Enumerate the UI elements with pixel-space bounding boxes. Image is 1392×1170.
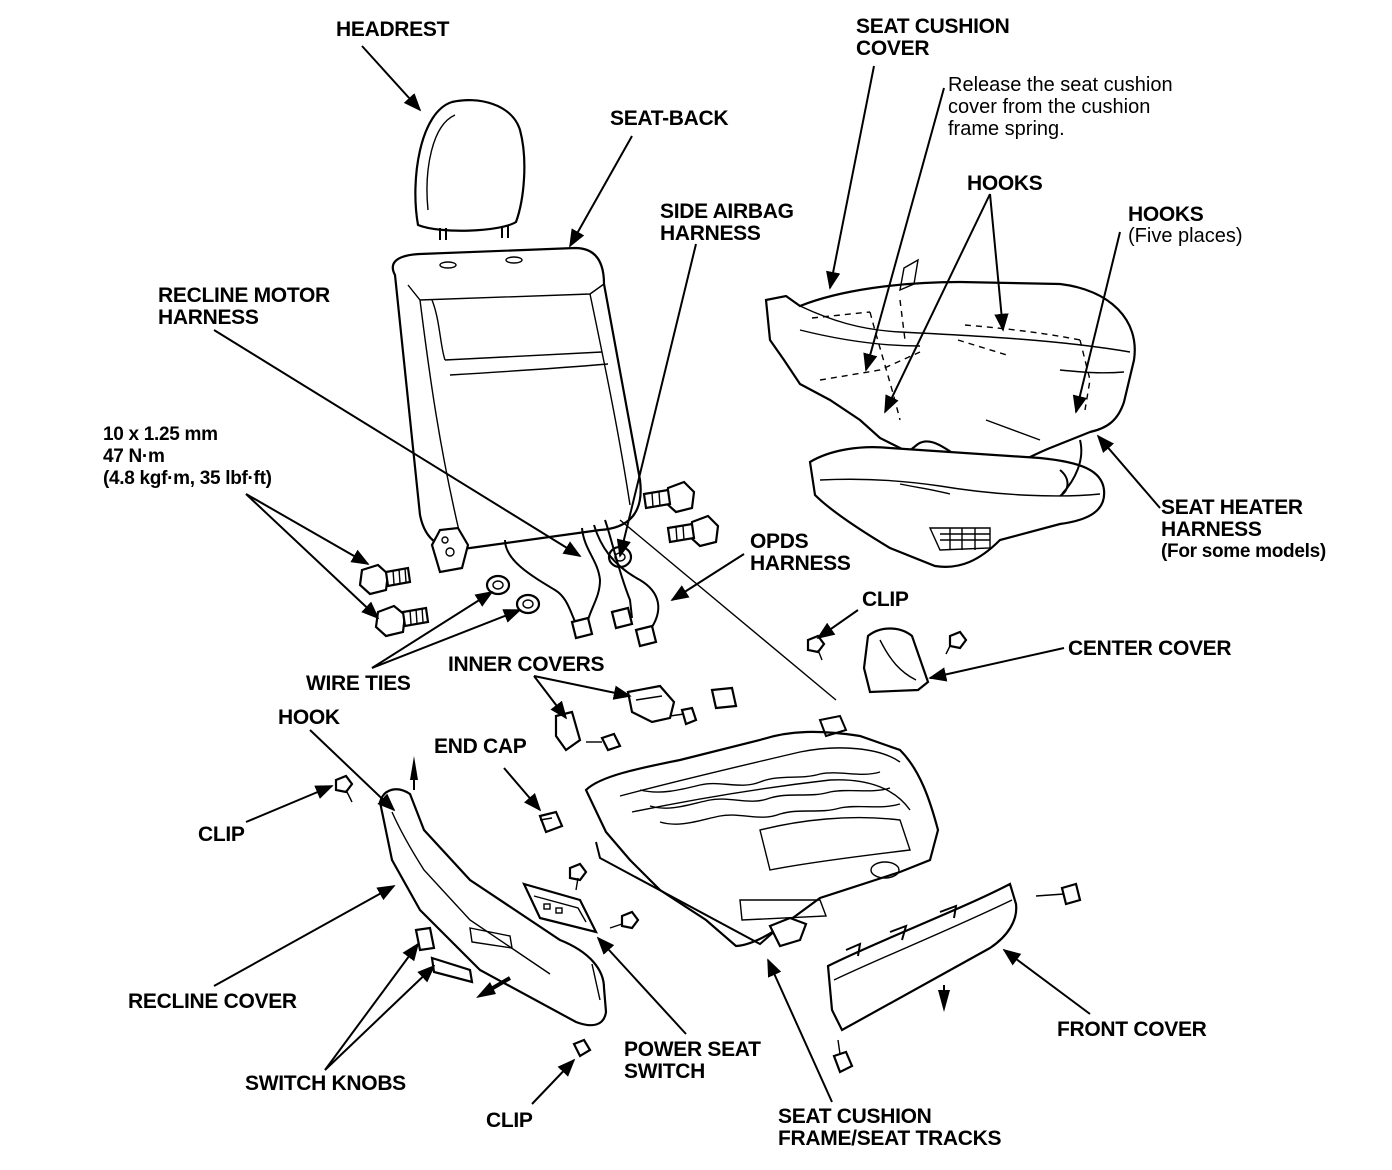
label-hooks-upper: HOOKS <box>967 172 1043 195</box>
seat-frame-part <box>584 714 940 948</box>
label-inner-covers: INNER COVERS <box>448 653 605 676</box>
power-seat-switch-part <box>521 862 640 934</box>
bolt-right-lower <box>666 514 720 548</box>
label-side-airbag-2: HARNESS <box>660 222 761 245</box>
label-hooks-right: HOOKS <box>1128 203 1204 226</box>
label-headrest: HEADREST <box>336 18 450 41</box>
label-seat-cushion-frame-2: FRAME/SEAT TRACKS <box>778 1127 1002 1150</box>
label-side-airbag-1: SIDE AIRBAG <box>660 200 794 223</box>
label-power-seat-2: SWITCH <box>624 1060 706 1083</box>
label-power-seat-1: POWER SEAT <box>624 1038 761 1061</box>
label-seat-cushion-cover-1: SEAT CUSHION <box>856 15 1010 38</box>
label-opds-1: OPDS <box>750 530 809 553</box>
label-recline-cover: RECLINE COVER <box>128 990 297 1013</box>
wire-ties-parts <box>485 545 633 615</box>
headrest-part <box>414 99 526 240</box>
switch-knobs-parts <box>414 926 474 984</box>
label-torque-2: 47 N·m <box>103 446 165 467</box>
bolt-upper <box>358 563 412 596</box>
clip-bottom-part <box>572 1038 592 1058</box>
label-clip-top: CLIP <box>862 588 909 611</box>
removal-arrow-icon <box>476 976 512 998</box>
bolt-right-upper <box>642 480 696 514</box>
note-release-1: Release the seat cushion <box>948 74 1173 96</box>
seat-back-part <box>391 246 642 574</box>
label-front-cover: FRONT COVER <box>1057 1018 1207 1041</box>
label-clip-bottom: CLIP <box>486 1109 533 1132</box>
label-seat-back: SEAT-BACK <box>610 107 729 130</box>
label-seat-cushion-cover-2: COVER <box>856 37 930 60</box>
label-center-cover: CENTER COVER <box>1068 637 1232 660</box>
note-release-3: frame spring. <box>948 118 1065 140</box>
label-seat-heater-3: (For some models) <box>1161 541 1326 562</box>
label-torque-1: 10 x 1.25 mm <box>103 424 218 445</box>
label-hooks-right-sub: (Five places) <box>1128 225 1243 247</box>
label-recline-motor-1: RECLINE MOTOR <box>158 284 330 307</box>
center-cover-part <box>806 627 968 694</box>
end-cap-part <box>538 810 564 834</box>
leader-lines <box>213 45 1161 1105</box>
label-hook: HOOK <box>278 706 340 729</box>
recline-cover-part <box>334 756 608 1027</box>
note-release-2: cover from the cushion <box>948 96 1151 118</box>
label-opds-2: HARNESS <box>750 552 851 575</box>
label-recline-motor-2: HARNESS <box>158 306 259 329</box>
harness-wires <box>504 519 660 648</box>
inner-covers-parts <box>554 684 738 752</box>
seat-cushion-pad-part <box>808 439 1106 568</box>
label-torque-3: (4.8 kgf·m, 35 lbf·ft) <box>103 468 272 489</box>
front-cover-part <box>826 882 1082 1074</box>
label-seat-heater-1: SEAT HEATER <box>1161 496 1303 519</box>
label-seat-heater-2: HARNESS <box>1161 518 1262 541</box>
label-seat-cushion-frame-1: SEAT CUSHION <box>778 1105 932 1128</box>
label-wire-ties: WIRE TIES <box>306 672 411 695</box>
seat-cushion-cover-part <box>764 258 1136 480</box>
label-switch-knobs: SWITCH KNOBS <box>245 1072 406 1095</box>
label-end-cap: END CAP <box>434 735 527 758</box>
bolt-lower <box>374 604 430 638</box>
label-clip-left: CLIP <box>198 823 245 846</box>
